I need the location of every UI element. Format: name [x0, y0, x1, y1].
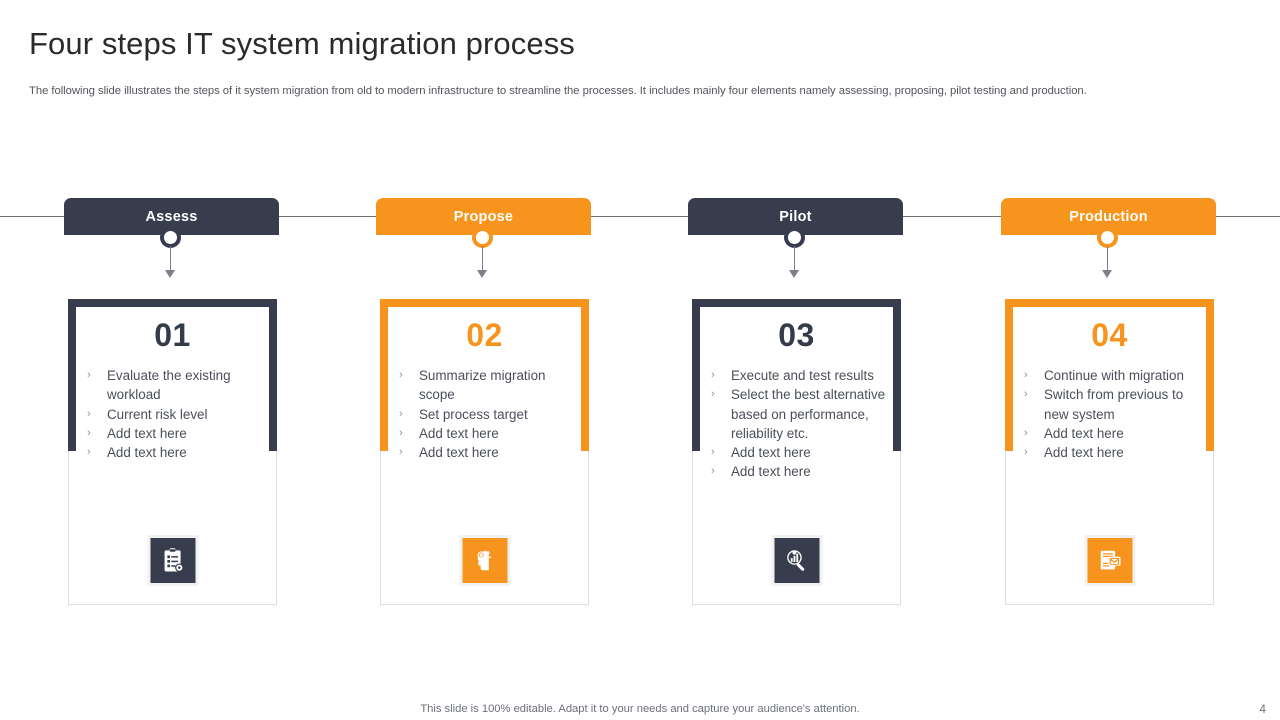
list-item: › Add text here — [1023, 424, 1205, 443]
stage-4-card[interactable]: 04 › Continue with migration › Switch from… — [1005, 299, 1214, 605]
chevron-right-icon: › — [399, 426, 403, 439]
list-item: › Switch from previous to new system — [1023, 385, 1205, 424]
monitor-message-icon — [1087, 538, 1132, 583]
list-item-text: Evaluate the existing workload — [107, 368, 231, 403]
list-item: › Add text here — [86, 443, 268, 462]
stage-3: Pilot 03 › Execute and test results › Sele… — [666, 0, 926, 720]
stage-2-card-top-accent — [380, 299, 589, 307]
stage-2-connector-arrow — [475, 246, 490, 278]
stage-4-bullet-list: › Continue with migration › Switch from pr… — [1023, 366, 1205, 462]
chevron-right-icon: › — [711, 388, 715, 401]
stage-2-card-right-accent — [581, 299, 589, 451]
magnifier-chart-icon — [774, 538, 819, 583]
chevron-right-icon: › — [399, 369, 403, 381]
stage-3-card-top-accent — [692, 299, 901, 307]
chevron-right-icon: › — [1024, 426, 1028, 439]
stage-3-card-left-accent — [692, 299, 700, 451]
list-item: › Add text here — [1023, 443, 1205, 462]
list-item-text: Add text here — [419, 445, 499, 461]
chevron-right-icon: › — [1024, 369, 1028, 381]
list-item-text: Switch from previous to new system — [1044, 387, 1184, 422]
list-item-text: Current risk level — [107, 406, 208, 422]
list-item: › Add text here — [398, 443, 580, 462]
list-item: › Execute and test results — [710, 366, 892, 385]
page-number: 4 — [1259, 703, 1266, 716]
stage-1-bullet-list: › Evaluate the existing workload › Current… — [86, 366, 268, 462]
list-item: › Set process target — [398, 405, 580, 424]
stage-1-number: 01 — [154, 317, 191, 353]
list-item-text: Summarize migration scope — [419, 368, 546, 403]
stage-2: Propose 02 › Summarize migration scope › S… — [354, 0, 614, 720]
stage-3-node-marker — [784, 227, 805, 248]
stage-4-label: Production — [1069, 208, 1148, 225]
chevron-right-icon: › — [1024, 446, 1028, 459]
stage-4-card-left-accent — [1005, 299, 1013, 451]
list-item-text: Select the best alternative based on per… — [731, 387, 886, 441]
list-item-text: Set process target — [419, 406, 528, 422]
chevron-right-icon: › — [711, 369, 715, 381]
stage-3-connector-arrow — [787, 246, 802, 278]
chevron-right-icon: › — [87, 369, 91, 381]
stage-4-connector-arrow — [1100, 246, 1115, 278]
stage-1-label: Assess — [145, 208, 198, 225]
list-item: › Evaluate the existing workload — [86, 366, 268, 405]
stage-1: Assess 01 › Evaluate the existing workloa… — [42, 0, 302, 720]
chevron-right-icon: › — [711, 446, 715, 459]
list-item: › Select the best alternative based on pe… — [710, 385, 892, 443]
footer-note: This slide is 100% editable. Adapt it to… — [420, 703, 860, 715]
head-idea-icon — [462, 538, 507, 583]
stage-1-card-right-accent — [269, 299, 277, 451]
chevron-right-icon: › — [399, 446, 403, 459]
list-item: › Continue with migration — [1023, 366, 1205, 385]
stage-4-number: 04 — [1091, 317, 1128, 353]
chevron-right-icon: › — [87, 446, 91, 459]
chevron-right-icon: › — [1024, 388, 1028, 401]
list-item-text: Add text here — [1044, 445, 1124, 461]
chevron-right-icon: › — [87, 407, 91, 420]
stage-3-bullet-list: › Execute and test results › Select the be… — [710, 366, 892, 482]
stage-4-card-right-accent — [1206, 299, 1214, 451]
stage-3-label: Pilot — [779, 208, 812, 225]
list-item: › Summarize migration scope — [398, 366, 580, 405]
timeline-baseline — [0, 216, 1280, 217]
list-item-text: Add text here — [731, 464, 811, 480]
stage-4-card-top-accent — [1005, 299, 1214, 307]
clipboard-settings-icon — [150, 538, 195, 583]
list-item: › Add text here — [398, 424, 580, 443]
stage-4-node-marker — [1097, 227, 1118, 248]
list-item-text: Add text here — [1044, 425, 1124, 441]
list-item-text: Continue with migration — [1044, 368, 1184, 383]
stage-2-node-marker — [472, 227, 493, 248]
stage-2-bullet-list: › Summarize migration scope › Set process … — [398, 366, 580, 462]
stage-2-card[interactable]: 02 › Summarize migration scope › Set proce… — [380, 299, 589, 605]
chevron-right-icon: › — [399, 407, 403, 420]
list-item-text: Add text here — [107, 425, 187, 441]
stage-2-card-left-accent — [380, 299, 388, 451]
list-item: › Add text here — [710, 443, 892, 462]
list-item-text: Execute and test results — [731, 368, 874, 383]
stage-1-card-top-accent — [68, 299, 277, 307]
list-item-text: Add text here — [731, 445, 811, 461]
list-item-text: Add text here — [107, 445, 187, 461]
stage-3-card[interactable]: 03 › Execute and test results › Select the… — [692, 299, 901, 605]
stage-2-number: 02 — [466, 317, 503, 353]
stage-1-node-marker — [160, 227, 181, 248]
page-subtitle: The following slide illustrates the step… — [29, 85, 1087, 97]
stage-4: Production 04 › Continue with migration ›… — [979, 0, 1239, 720]
list-item-text: Add text here — [419, 425, 499, 441]
stage-2-label: Propose — [453, 208, 514, 225]
page-title: Four steps IT system migration process — [29, 26, 575, 61]
chevron-right-icon: › — [87, 426, 91, 439]
list-item: › Add text here — [86, 424, 268, 443]
list-item: › Add text here — [710, 462, 892, 481]
stage-1-connector-arrow — [163, 246, 178, 278]
chevron-right-icon: › — [711, 465, 715, 478]
stage-3-card-right-accent — [893, 299, 901, 451]
stage-1-card-left-accent — [68, 299, 76, 451]
stage-1-card[interactable]: 01 › Evaluate the existing workload › Curr… — [68, 299, 277, 605]
list-item: › Current risk level — [86, 405, 268, 424]
stage-3-number: 03 — [778, 317, 815, 353]
